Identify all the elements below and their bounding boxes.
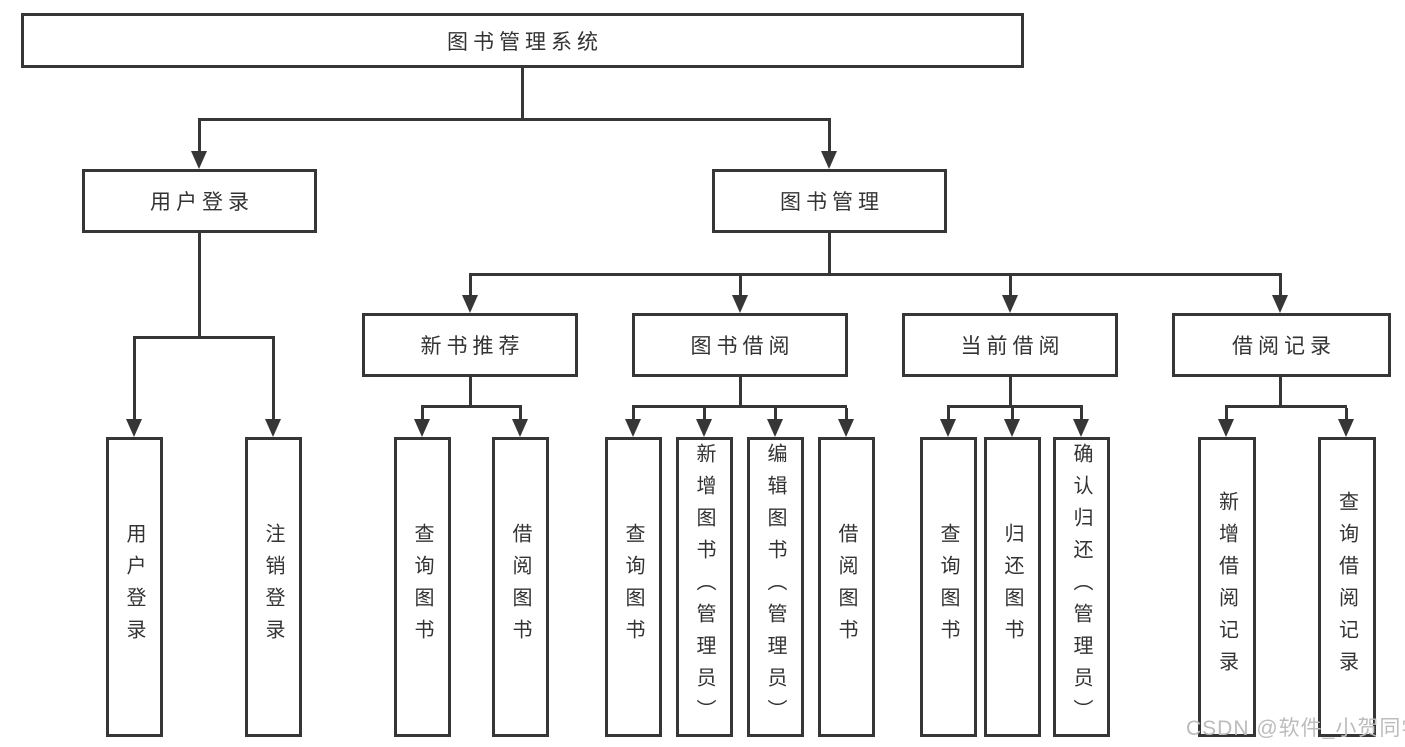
node-label: 新增借阅记录 — [1215, 491, 1238, 683]
node-label: 归还图书 — [1001, 523, 1023, 651]
connector-line — [521, 68, 524, 121]
arrowhead-down-icon — [191, 151, 207, 169]
arrowhead-down-icon — [732, 295, 748, 313]
node-borrowing-records: 借阅记录 — [1172, 313, 1391, 377]
node-library-management-system: 图书管理系统 — [21, 13, 1024, 68]
arrowhead-down-icon — [462, 295, 478, 313]
connector-line — [469, 273, 1282, 276]
node-label: 图书管理 — [780, 191, 884, 214]
connector-line — [1009, 276, 1012, 297]
connector-line — [828, 121, 831, 153]
arrowhead-down-icon — [126, 419, 142, 437]
connector-line — [133, 339, 136, 421]
node-label: 借阅图书 — [509, 523, 531, 651]
node-label: 注销登录 — [262, 523, 284, 651]
connector-line — [1225, 408, 1228, 421]
node-leaf-add-borrow-record: 新增借阅记录 — [1198, 437, 1256, 737]
node-label: 确认归还（管理员） — [1070, 443, 1092, 731]
arrowhead-down-icon — [940, 419, 956, 437]
arrowhead-down-icon — [821, 151, 837, 169]
connector-line — [421, 408, 424, 421]
connector-line — [519, 408, 522, 421]
node-label: 当前借阅 — [960, 335, 1065, 358]
node-leaf-borrow-books-2: 借阅图书 — [818, 437, 875, 737]
connector-line — [774, 408, 777, 421]
node-leaf-search-books-2: 查询图书 — [605, 437, 662, 737]
node-leaf-logout: 注销登录 — [245, 437, 302, 737]
node-label: 查询图书 — [622, 523, 644, 651]
connector-line — [703, 408, 706, 421]
node-current-borrowing: 当前借阅 — [902, 313, 1118, 377]
arrowhead-down-icon — [1338, 419, 1354, 437]
connector-line — [198, 233, 201, 339]
connector-line — [947, 405, 1083, 408]
arrowhead-down-icon — [625, 419, 641, 437]
connector-line — [1011, 408, 1014, 421]
node-leaf-borrow-books-1: 借阅图书 — [492, 437, 549, 737]
connector-line — [632, 405, 847, 408]
connector-line — [1345, 408, 1348, 421]
connector-line — [947, 408, 950, 421]
node-user-login: 用户登录 — [82, 169, 317, 233]
node-leaf-user-login: 用户登录 — [106, 437, 163, 737]
csdn-watermark: CSDN @软件_小贺同学 — [1186, 717, 1405, 740]
node-label: 查询图书 — [937, 523, 959, 651]
connector-line — [272, 339, 275, 421]
arrowhead-down-icon — [838, 419, 854, 437]
node-label: 新书推荐 — [420, 335, 525, 358]
connector-line — [739, 377, 742, 408]
connector-line — [469, 377, 472, 408]
node-leaf-search-books-1: 查询图书 — [394, 437, 451, 737]
node-leaf-search-borrow-record: 查询借阅记录 — [1318, 437, 1376, 737]
connector-line — [1279, 377, 1282, 408]
node-book-management: 图书管理 — [712, 169, 947, 233]
arrowhead-down-icon — [1002, 295, 1018, 313]
node-new-book-recommendation: 新书推荐 — [362, 313, 578, 377]
node-book-borrowing: 图书借阅 — [632, 313, 848, 377]
connector-line — [1279, 276, 1282, 297]
connector-line — [1009, 377, 1012, 408]
arrowhead-down-icon — [767, 419, 783, 437]
connector-line — [828, 233, 831, 276]
connector-line — [469, 276, 472, 297]
arrowhead-down-icon — [696, 419, 712, 437]
connector-line — [1080, 408, 1083, 421]
arrowhead-down-icon — [1272, 295, 1288, 313]
connector-line — [198, 118, 831, 121]
arrowhead-down-icon — [1073, 419, 1089, 437]
node-leaf-confirm-return-admin: 确认归还（管理员） — [1053, 437, 1110, 737]
arrowhead-down-icon — [1218, 419, 1234, 437]
connector-line — [421, 405, 522, 408]
node-leaf-search-books-3: 查询图书 — [920, 437, 977, 737]
node-leaf-return-books: 归还图书 — [984, 437, 1041, 737]
node-leaf-edit-book-admin: 编辑图书（管理员） — [747, 437, 804, 737]
arrowhead-down-icon — [265, 419, 281, 437]
node-label: 编辑图书（管理员） — [764, 443, 786, 731]
connector-line — [845, 408, 848, 421]
node-label: 图书借阅 — [690, 335, 795, 358]
arrowhead-down-icon — [414, 419, 430, 437]
node-label: 借阅记录 — [1232, 335, 1336, 358]
node-label: 新增图书（管理员） — [693, 443, 715, 731]
connector-line — [133, 336, 275, 339]
connector-line — [1225, 405, 1347, 408]
connector-line — [198, 121, 201, 153]
arrowhead-down-icon — [512, 419, 528, 437]
node-label: 用户登录 — [123, 523, 145, 651]
node-label: 查询借阅记录 — [1335, 491, 1358, 683]
node-label: 用户登录 — [150, 191, 254, 214]
node-label: 借阅图书 — [835, 523, 857, 651]
arrowhead-down-icon — [1004, 419, 1020, 437]
node-label: 查询图书 — [411, 523, 433, 651]
connector-line — [739, 276, 742, 297]
node-label: 图书管理系统 — [447, 30, 603, 54]
node-leaf-add-book-admin: 新增图书（管理员） — [676, 437, 733, 737]
connector-line — [632, 408, 635, 421]
